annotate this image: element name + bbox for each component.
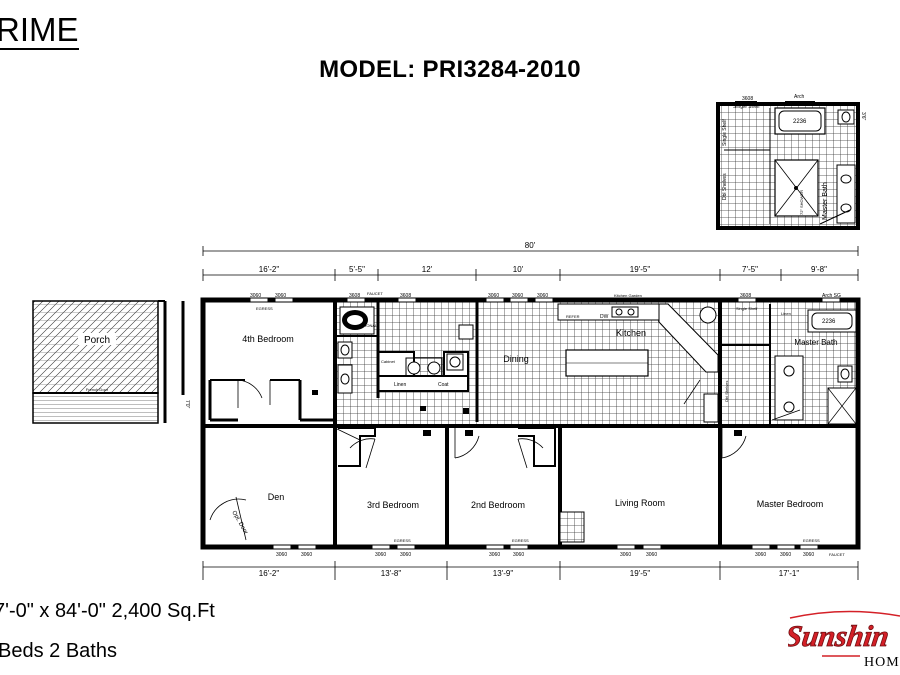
- inset-tub-label: 2236: [793, 119, 807, 125]
- logo-swoosh: [789, 610, 900, 619]
- dw-label: DW: [600, 314, 609, 320]
- room-master-bath: Master Bath: [794, 338, 837, 347]
- win-label-3: 3608: [349, 293, 360, 299]
- win-label-b6: 3060: [513, 552, 524, 558]
- room-kitchen: Kitchen: [616, 328, 646, 338]
- inset-bath-label: Master Bath: [822, 182, 829, 220]
- dim-top-4: 10': [513, 265, 524, 274]
- room-bedroom4: 4th Bedroom: [242, 334, 294, 344]
- win-label-b9: 3060: [755, 552, 766, 558]
- optional-label: OPTIONAL: [357, 323, 378, 328]
- room-dining: Dining: [503, 354, 529, 364]
- door-3660-label: 3660: [566, 544, 576, 549]
- win-label-4: 3608: [400, 293, 411, 299]
- spec-size: 7'-0" x 84'-0" 2,400 Sq.Ft: [0, 600, 215, 622]
- inset-master-bath: [716, 101, 860, 230]
- dimension-lines: [202, 246, 859, 580]
- refer-label: REFER: [566, 314, 580, 319]
- series-underline: [0, 48, 79, 50]
- inset-single-shelf-side: Single Shelf: [722, 119, 728, 146]
- egress-label-3: EGRESS: [512, 538, 529, 543]
- room-master-bedroom: Master Bedroom: [757, 499, 824, 509]
- coat-label: Coat: [438, 382, 449, 388]
- faucet-label-1: FAUCET: [367, 291, 383, 296]
- dim-overall: 80': [525, 241, 536, 250]
- porch: [32, 300, 185, 424]
- win-label-b2: 3060: [301, 552, 312, 558]
- dim-bottom-5: 17'-1": [779, 569, 800, 578]
- win-label-b5: 3060: [489, 552, 500, 558]
- win-label-b3: 3060: [375, 552, 386, 558]
- win-label-6: 3060: [512, 293, 523, 299]
- win-label-b10: 3060: [780, 552, 791, 558]
- dim-top-7: 9'-8": [811, 265, 827, 274]
- inset-shower-label: 72" SHOWER: [799, 190, 804, 215]
- win-label-b11: 3060: [803, 552, 814, 558]
- cabinet-label: Cabinet: [381, 359, 396, 364]
- model-title: MODEL: PRI3284-2010: [319, 56, 581, 83]
- porch-french-door: French Door: [86, 387, 109, 392]
- dim-top-1: 16'-2": [259, 265, 280, 274]
- porch-side-dim: 7'0": [184, 400, 190, 409]
- win-label-1: 3060: [250, 293, 261, 299]
- dim-bottom-3: 13'-9": [493, 569, 514, 578]
- inset-window-label: 3608: [742, 96, 753, 102]
- room-bedroom2: 2nd Bedroom: [471, 500, 525, 510]
- win-label-b7: 3060: [620, 552, 631, 558]
- linen-label-1: Linen: [394, 382, 406, 388]
- egress-label-4: EGRESS: [803, 538, 820, 543]
- win-label-5: 3060: [488, 293, 499, 299]
- inset-dbl-shelves: Dbl Shelves: [722, 173, 728, 200]
- dim-top-3: 12': [422, 265, 433, 274]
- brand-logo: Sunshin HOM: [788, 610, 900, 670]
- inset-shelf-label: Single Shelf: [733, 104, 760, 110]
- dim-top-6: 7'-5": [742, 265, 758, 274]
- fixtures-marks: [312, 390, 742, 436]
- win-label-b4: 3060: [400, 552, 411, 558]
- inset-side-dim: 3'6": [860, 112, 866, 121]
- dim-bottom-4: 19'-5": [630, 569, 651, 578]
- win-label-2: 3060: [275, 293, 286, 299]
- door-swings: [209, 297, 801, 541]
- dim-top-2: 5'-5": [349, 265, 365, 274]
- dim-top-5: 19'-5": [630, 265, 651, 274]
- egress-label-1: EGRESS: [256, 306, 273, 311]
- house-shell: [200, 297, 861, 550]
- dbl-shelves-label: Dbl Shelves: [724, 381, 729, 402]
- linen-label-2: Linen: [781, 311, 791, 316]
- room-bedroom3: 3rd Bedroom: [367, 500, 419, 510]
- logo-brand-text: Sunshin: [788, 619, 891, 653]
- spec-beds-baths: Beds 2 Baths: [0, 640, 117, 662]
- master-tub-label: 2236: [822, 319, 836, 325]
- dim-bottom-1: 16'-2": [259, 569, 280, 578]
- win-label-b8: 3060: [646, 552, 657, 558]
- win-label-8: 3608: [740, 293, 751, 299]
- inset-arch-label: Arch: [794, 94, 805, 100]
- room-den: Den: [268, 492, 285, 502]
- windows: [249, 297, 841, 550]
- room-porch: Porch: [84, 335, 110, 346]
- series-title: RIME: [0, 11, 79, 48]
- room-living: Living Room: [615, 498, 665, 508]
- single-shelf-label: Single Shelf: [736, 306, 758, 311]
- opt-door-label: Opt. Door: [230, 510, 248, 536]
- logo-sub-text: HOM: [864, 655, 900, 670]
- dim-bottom-2: 13'-8": [381, 569, 402, 578]
- kitchen-garden-label: Kitchen Garden: [614, 293, 642, 298]
- faucet-label-2: FAUCET: [829, 552, 845, 557]
- arch-sg-label: Arch SG: [822, 293, 841, 299]
- win-label-b1: 3060: [276, 552, 287, 558]
- egress-label-2: EGRESS: [394, 538, 411, 543]
- win-label-7: 3060: [537, 293, 548, 299]
